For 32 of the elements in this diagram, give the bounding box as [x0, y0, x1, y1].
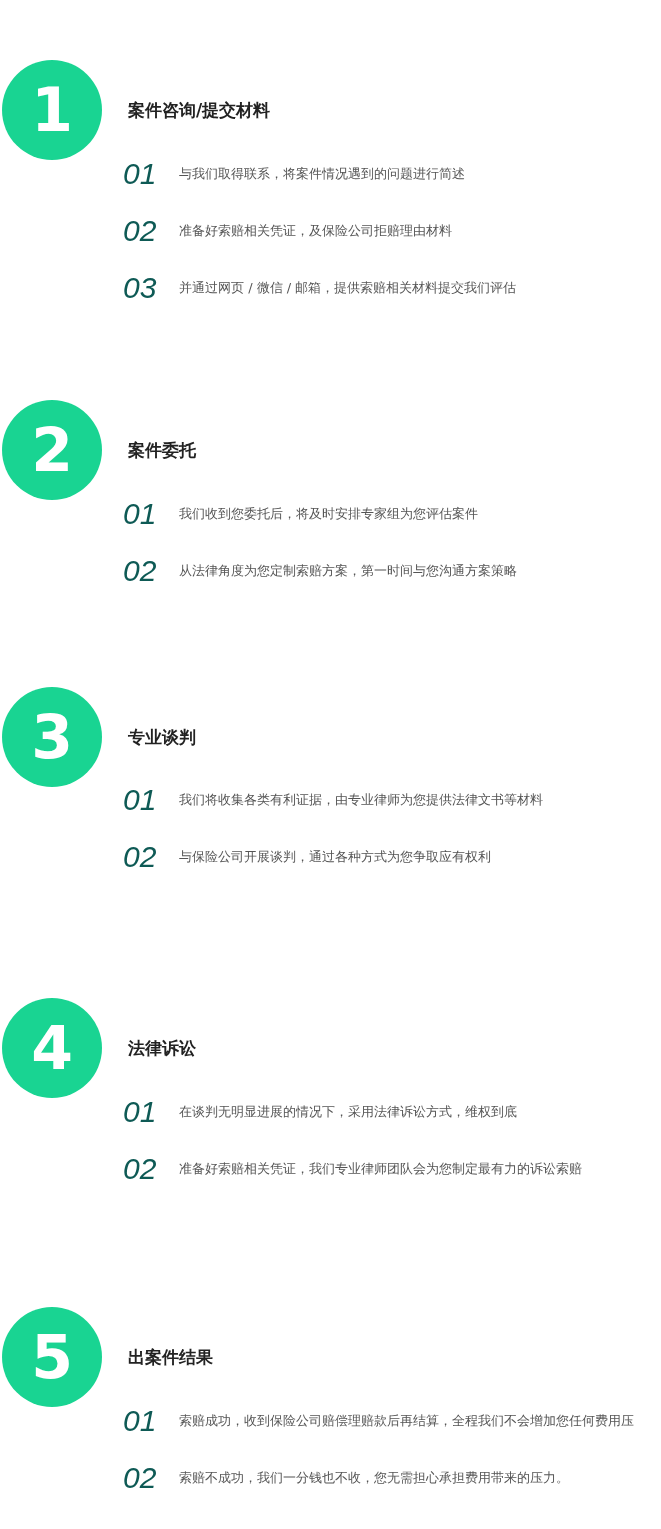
item-text: 我们收到您委托后，将及时安排专家组为您评估案件: [179, 505, 478, 523]
step-heading: 专业谈判: [128, 726, 196, 749]
item-number: 02: [123, 840, 157, 874]
step-heading: 法律诉讼: [128, 1037, 196, 1060]
step-heading: 案件委托: [128, 439, 196, 462]
step-circle: 3: [2, 687, 102, 787]
item-text: 在谈判无明显进展的情况下，采用法律诉讼方式，维权到底: [179, 1103, 517, 1121]
step-circle: 2: [2, 400, 102, 500]
item-number: 02: [123, 1152, 157, 1186]
item-text: 与我们取得联系，将案件情况遇到的问题进行简述: [179, 165, 465, 183]
item-text: 索赔不成功，我们一分钱也不收，您无需担心承担费用带来的压力。: [179, 1469, 569, 1487]
item-text: 从法律角度为您定制索赔方案，第一时间与您沟通方案策略: [179, 562, 517, 580]
item-number: 01: [123, 783, 157, 817]
item-text: 我们将收集各类有利证据，由专业律师为您提供法律文书等材料: [179, 791, 543, 809]
item-text: 索赔成功，收到保险公司赔偿理赔款后再结算，全程我们不会增加您任何费用压: [179, 1412, 634, 1430]
item-number: 01: [123, 157, 157, 191]
item-number: 01: [123, 497, 157, 531]
item-number: 02: [123, 214, 157, 248]
step-circle: 5: [2, 1307, 102, 1407]
item-number: 01: [123, 1095, 157, 1129]
step-heading: 出案件结果: [128, 1346, 213, 1369]
step-circle: 4: [2, 998, 102, 1098]
item-text: 准备好索赔相关凭证，及保险公司拒赔理由材料: [179, 222, 452, 240]
item-number: 03: [123, 271, 157, 305]
item-text: 并通过网页 / 微信 / 邮箱，提供索赔相关材料提交我们评估: [179, 279, 517, 297]
step-heading: 案件咨询/提交材料: [128, 99, 271, 122]
item-text: 准备好索赔相关凭证，我们专业律师团队会为您制定最有力的诉讼索赔: [179, 1160, 582, 1178]
item-number: 02: [123, 554, 157, 588]
item-number: 01: [123, 1404, 157, 1438]
step-circle: 1: [2, 60, 102, 160]
item-text: 与保险公司开展谈判，通过各种方式为您争取应有权利: [179, 848, 491, 866]
item-number: 02: [123, 1461, 157, 1495]
